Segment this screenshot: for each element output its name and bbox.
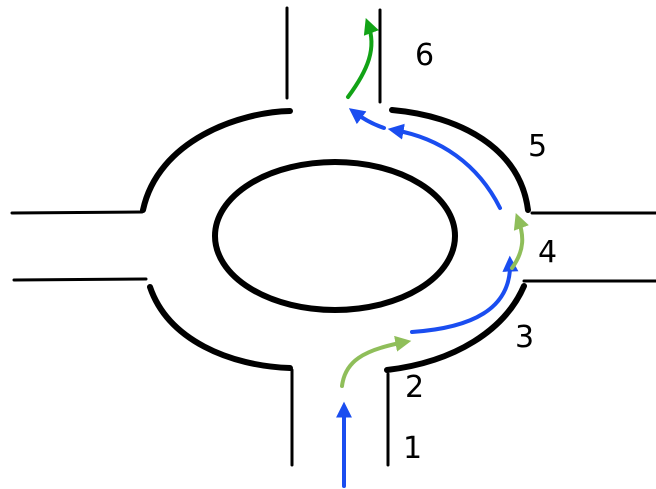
central-island xyxy=(212,159,458,313)
exit-path-green xyxy=(346,18,379,99)
west-road-top-edge xyxy=(10,210,144,215)
step-label-5: 5 xyxy=(528,129,547,164)
step-label-3: 3 xyxy=(515,320,534,355)
step-label-1: 1 xyxy=(403,431,422,466)
roundabout-curb-southwest xyxy=(147,284,293,371)
step-label-2: 2 xyxy=(405,370,424,405)
west-road-bottom-edge xyxy=(12,277,148,282)
step-label-6: 6 xyxy=(415,38,434,73)
circulating-path-light-green-right xyxy=(510,213,529,270)
circulating-path-blue-top xyxy=(348,108,386,130)
entry-curve-light-green xyxy=(340,335,412,388)
roundabout-curb-northeast xyxy=(389,107,531,213)
circulating-path-blue-upper xyxy=(387,123,502,210)
circulating-path-blue-lower xyxy=(410,255,519,334)
roundabout-curb-northwest xyxy=(140,108,293,213)
step-label-4: 4 xyxy=(538,235,557,270)
roundabout-curb-southeast xyxy=(384,283,527,373)
